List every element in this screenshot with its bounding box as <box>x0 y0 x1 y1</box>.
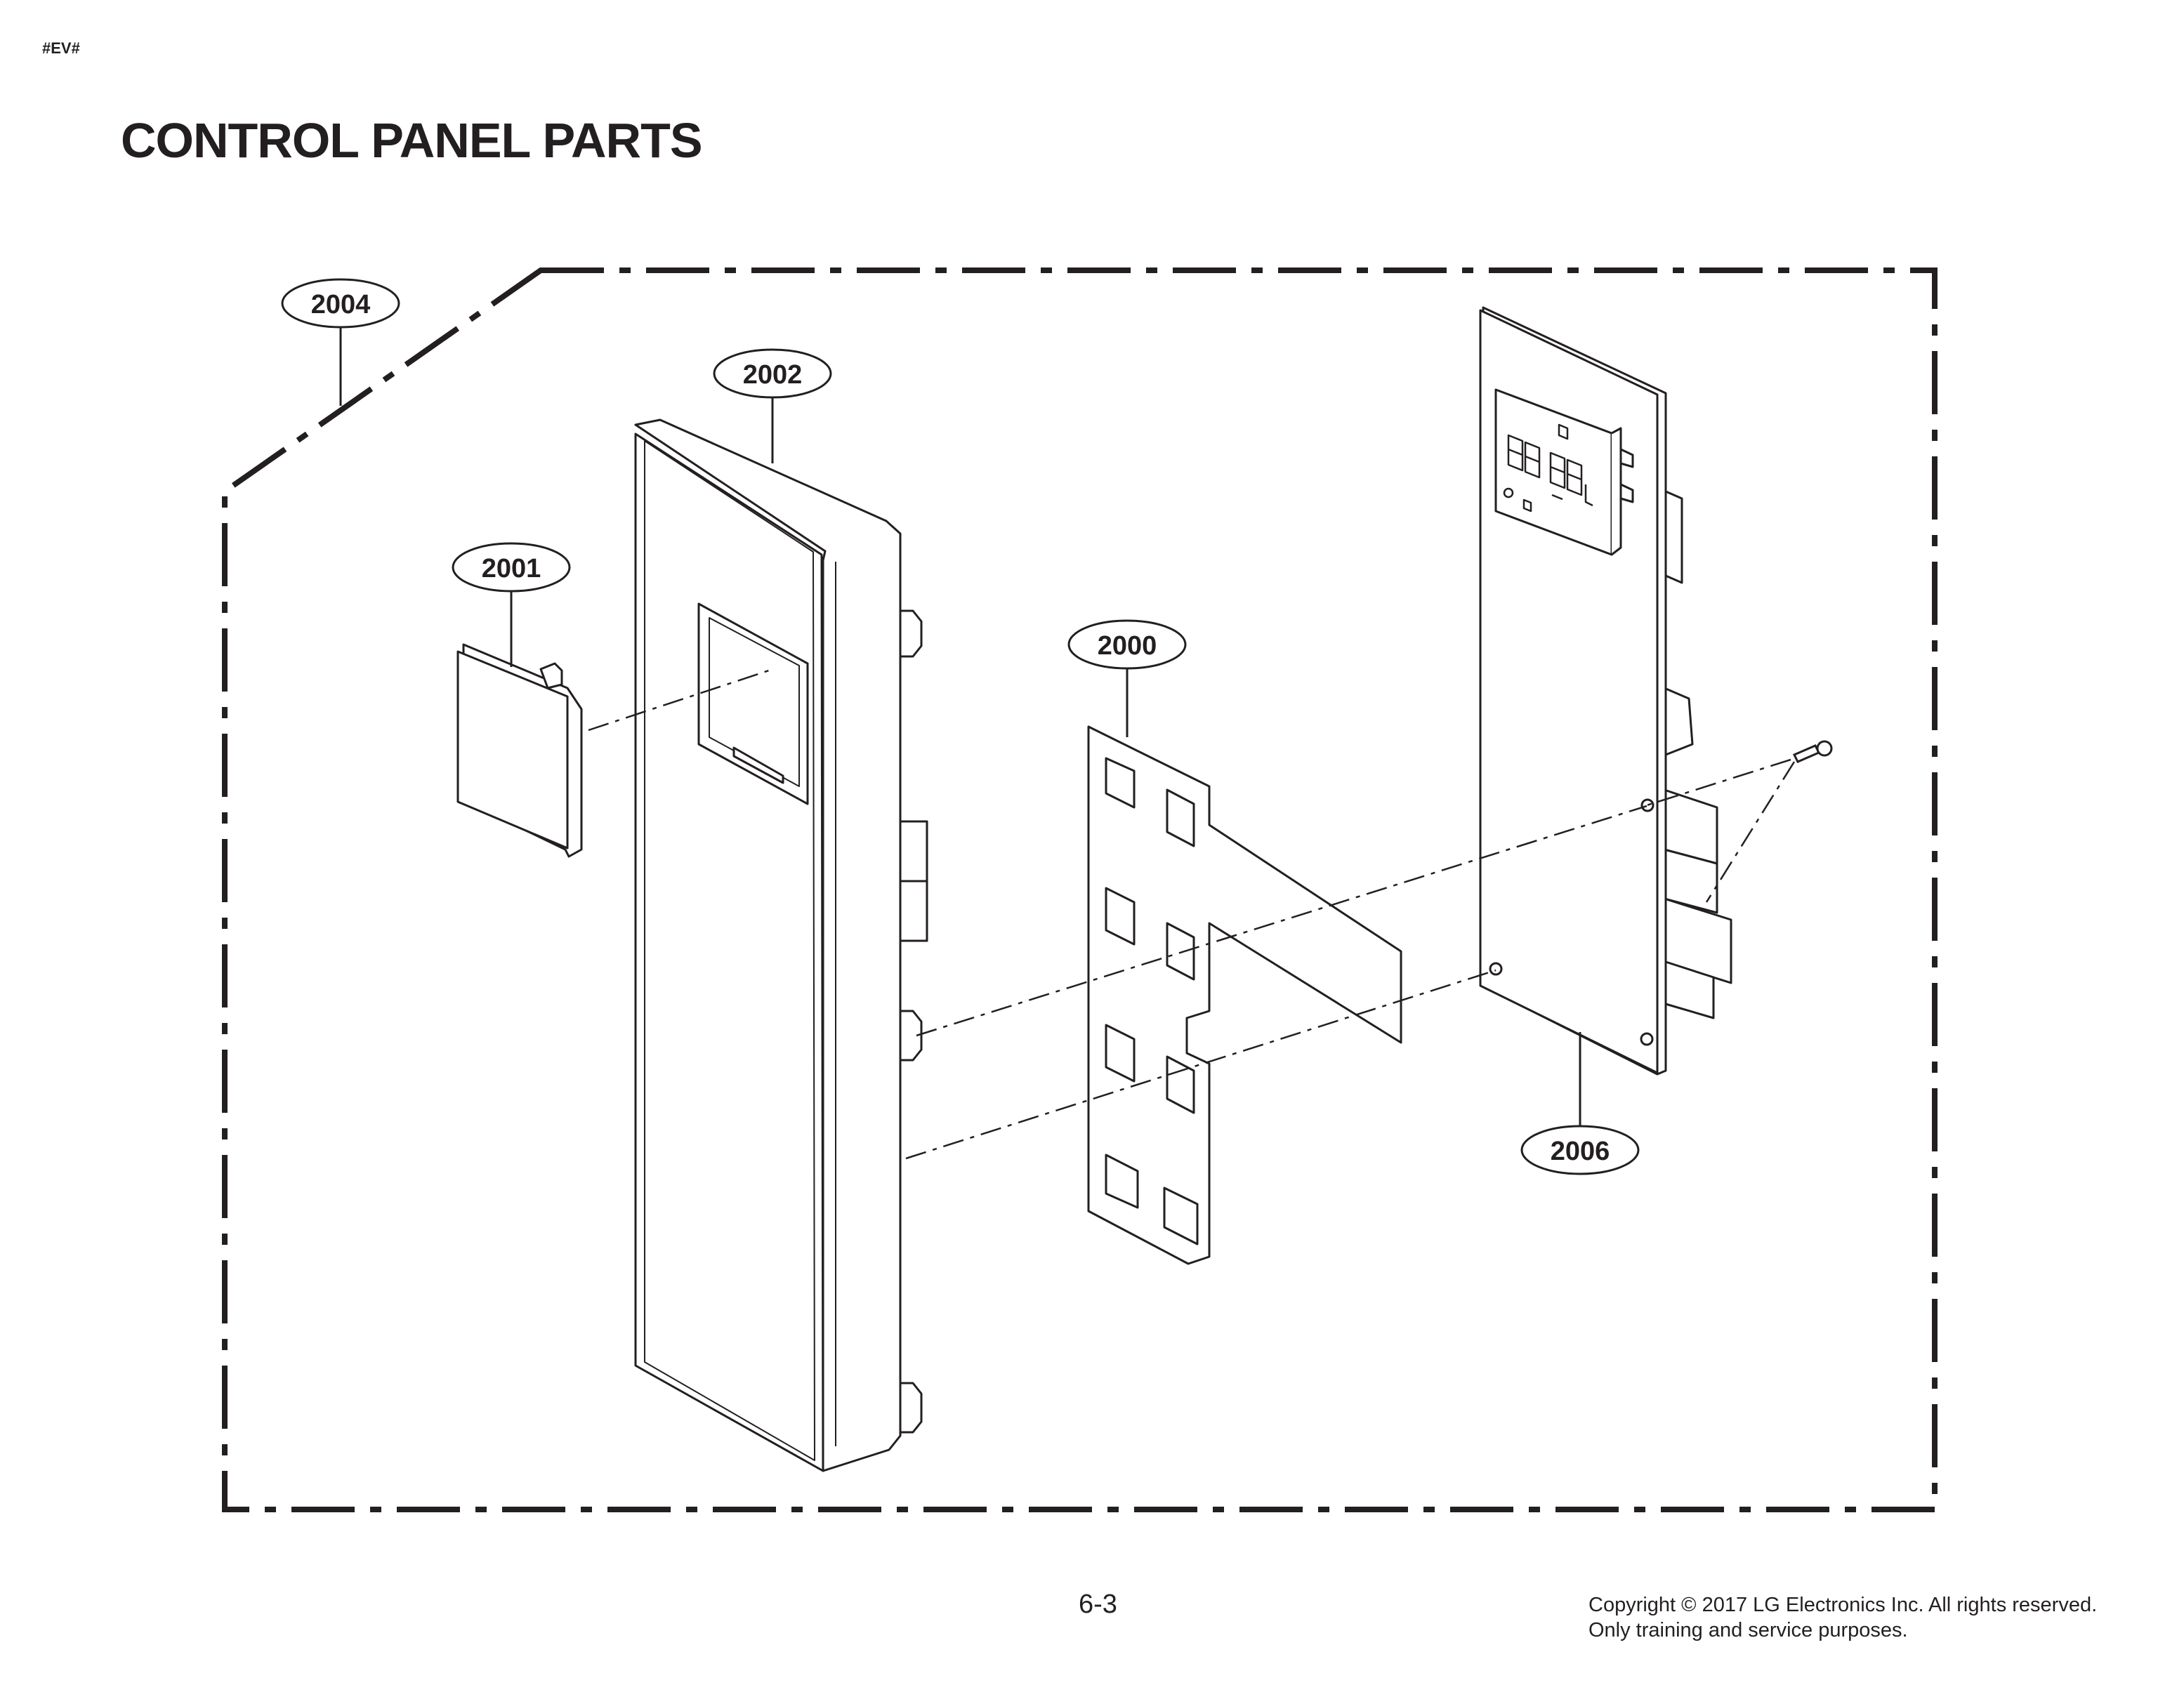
callout-2001: 2001 <box>452 542 571 667</box>
callout-2004: 2004 <box>281 278 400 406</box>
page-title: CONTROL PANEL PARTS <box>121 113 703 168</box>
callout-label-2000: 2000 <box>1098 631 1157 661</box>
pcb-assembly-2006 <box>1479 306 1732 1076</box>
callout-2000: 2000 <box>1067 619 1187 737</box>
screw <box>1792 740 1833 763</box>
callout-label-2006: 2006 <box>1551 1137 1610 1166</box>
assembly-boundary <box>222 267 1938 1512</box>
membrane-sheet-2000 <box>1087 725 1402 1265</box>
assembly-guide-lines <box>588 669 1796 1160</box>
front-panel-2002 <box>634 418 928 1472</box>
copyright-notice: Copyright © 2017 LG Electronics Inc. All… <box>1588 1592 2097 1643</box>
callout-2006: 2006 <box>1520 1032 1640 1175</box>
window-cover-2001 <box>456 643 583 858</box>
copyright-line-1: Copyright © 2017 LG Electronics Inc. All… <box>1588 1594 2098 1616</box>
callout-label-2001: 2001 <box>482 554 541 583</box>
doc-tag: #EV# <box>42 39 80 57</box>
copyright-line-2: Only training and service purposes. <box>1588 1619 1908 1641</box>
callout-label-2002: 2002 <box>743 360 803 390</box>
callout-label-2004: 2004 <box>311 290 371 319</box>
callout-2002: 2002 <box>713 348 832 463</box>
page-number: 6-3 <box>1079 1590 1117 1619</box>
